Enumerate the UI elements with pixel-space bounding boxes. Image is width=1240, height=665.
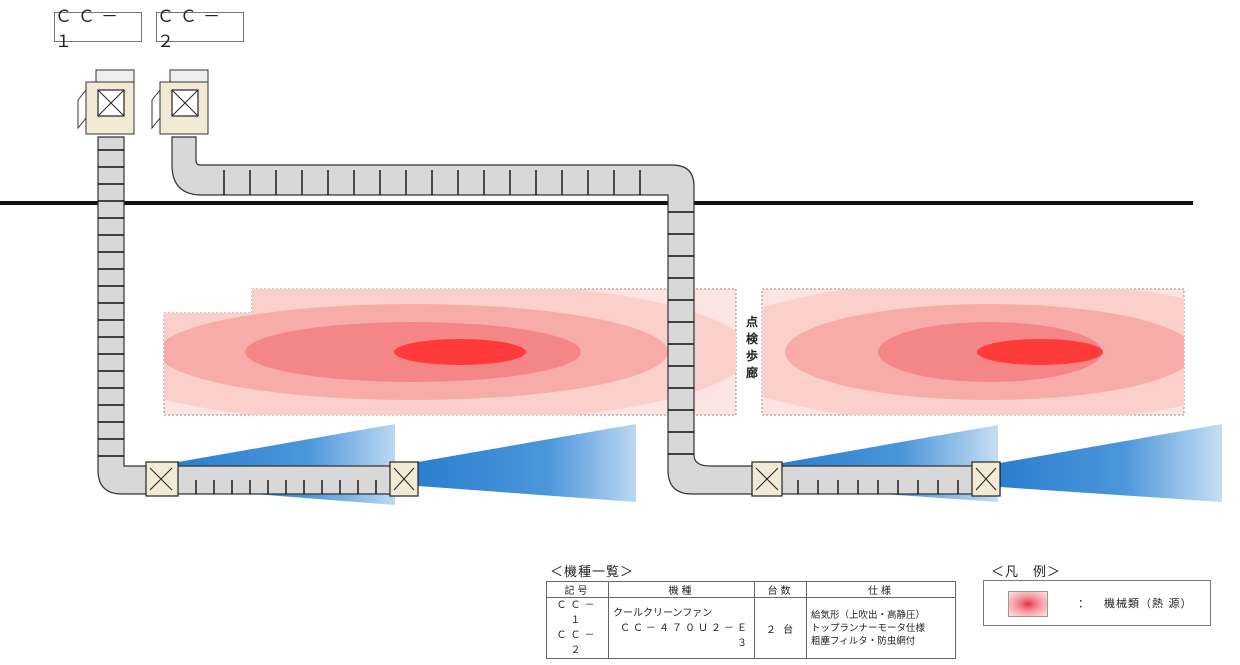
legend-title: ＜凡 例＞ <box>991 565 1062 580</box>
cell-symbols: ＣＣ－１ ＣＣ－２ <box>546 597 609 659</box>
duct-cc2-joints <box>223 170 979 494</box>
duct-cc1-joints <box>98 149 377 494</box>
legend-box: ： 機械類（熱 源） <box>983 580 1211 626</box>
heat-zone-1 <box>163 288 737 416</box>
header-model: 機種 <box>608 581 755 598</box>
duct-cc2 <box>171 136 1001 495</box>
duct-cc1 <box>97 136 411 495</box>
heat-zone-2 <box>761 288 1185 416</box>
header-symbol: 記号 <box>546 581 609 598</box>
fan-unit-cc2 <box>151 69 209 135</box>
inspection-walkway-label: 点 検 歩 廊 <box>742 314 762 382</box>
header-spec: 仕様 <box>806 581 956 598</box>
walkway-char-4: 廊 <box>745 366 758 380</box>
fan-unit-cc1 <box>77 69 135 135</box>
nozzle-box-crosses <box>149 467 997 491</box>
equipment-list-title: ＜機種一覧＞ <box>550 565 635 580</box>
walkway-char-3: 歩 <box>745 349 758 363</box>
air-jet-2 <box>418 424 636 502</box>
header-count: 台数 <box>754 581 807 598</box>
nozzle-boxes <box>145 461 1001 497</box>
table-row: ＣＣ－１ ＣＣ－２ クールクリーンファン ＣＣ－４７０Ｕ２－Ｅ３ ２ 台 給気形… <box>546 597 956 659</box>
unit-label-cc1: ＣＣ－１ <box>54 7 142 52</box>
walkway-char-1: 点 <box>745 315 758 329</box>
cell-spec: 給気形（上吹出・高静圧） トップランナーモータ仕様 粗塵フィルタ・防虫網付 <box>806 597 956 659</box>
heat-source-swatch <box>1008 591 1048 617</box>
equipment-table: 記号 機種 台数 仕様 ＣＣ－１ ＣＣ－２ クールクリーンファン ＣＣ－４７０Ｕ… <box>546 581 956 659</box>
air-jet-4 <box>1000 424 1222 502</box>
walkway-char-2: 検 <box>745 332 758 346</box>
legend-item-label: 機械類（熱 源） <box>1104 597 1193 610</box>
legend-colon: ： <box>1078 597 1089 610</box>
cell-count: ２ 台 <box>754 597 807 659</box>
cell-model: クールクリーンファン ＣＣ－４７０Ｕ２－Ｅ３ <box>608 597 755 659</box>
